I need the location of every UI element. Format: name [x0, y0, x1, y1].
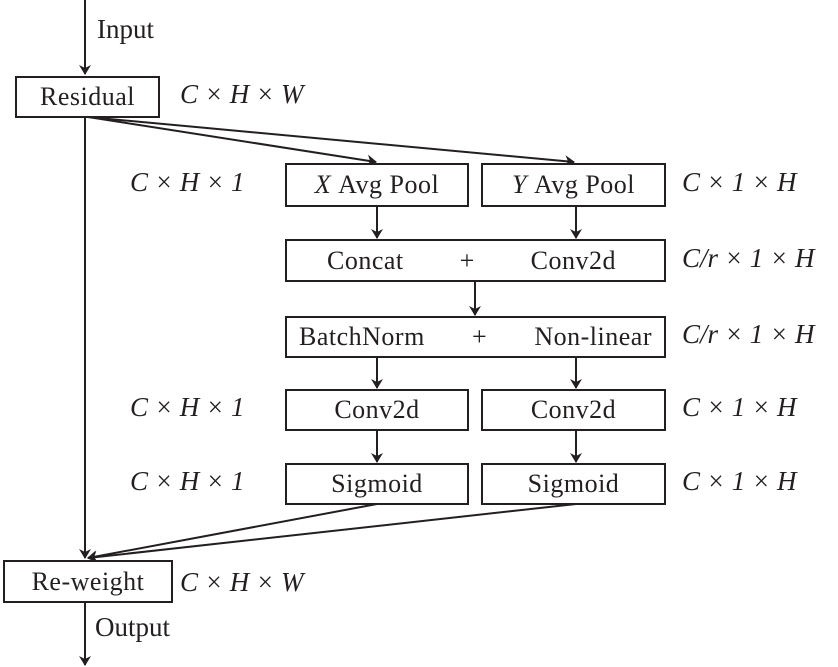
- concat-conv2d-label: Conv2d: [530, 245, 616, 275]
- y-avg-pool-label: Avg Pool: [533, 170, 635, 199]
- reweight-label: Re-weight: [31, 566, 145, 596]
- conv-left-dim: C × H × 1: [130, 392, 245, 422]
- bn-plus-label: +: [472, 322, 488, 351]
- conv2d-right-block[interactable]: Conv2d: [481, 389, 666, 431]
- sigmoid-right-to-reweight-arrow: [87, 503, 577, 563]
- x-avg-pool-block[interactable]: X Avg Pool: [285, 163, 469, 207]
- reweight-dim: C × H × W: [180, 567, 304, 597]
- y-axis-label: Y: [512, 170, 527, 199]
- reweight-block[interactable]: Re-weight: [3, 560, 173, 603]
- concat-dim: C/r × 1 × H: [682, 243, 815, 273]
- x-axis-label: X: [314, 170, 332, 199]
- concat-conv-block[interactable]: Concat + Conv2d: [285, 239, 666, 282]
- residual-label: Residual: [40, 82, 135, 111]
- concat-label: Concat: [327, 245, 404, 275]
- y-avg-pool-block[interactable]: Y Avg Pool: [481, 163, 666, 207]
- output-label: Output: [95, 612, 171, 642]
- x-avg-pool-label: Avg Pool: [338, 170, 440, 199]
- sigmoid-right-block[interactable]: Sigmoid: [481, 463, 666, 505]
- residual-block[interactable]: Residual: [15, 76, 160, 118]
- input-label: Input: [97, 14, 154, 44]
- residual-to-xpool-arrow: [87, 116, 377, 167]
- x-pool-dim: C × H × 1: [130, 167, 245, 197]
- sigmoid-left-label: Sigmoid: [331, 469, 423, 498]
- y-pool-dim: C × 1 × H: [682, 167, 797, 197]
- sigmoid-left-dim: C × H × 1: [130, 466, 245, 496]
- batchnorm-label: BatchNorm: [299, 322, 425, 351]
- conv2d-left-label: Conv2d: [334, 395, 420, 424]
- conv2d-left-block[interactable]: Conv2d: [285, 389, 469, 431]
- sigmoid-left-block[interactable]: Sigmoid: [285, 463, 469, 505]
- batchnorm-nonlinear-block[interactable]: BatchNorm + Non-linear: [285, 316, 666, 358]
- residual-to-ypool-arrow: [87, 116, 575, 168]
- nonlinear-label: Non-linear: [534, 322, 652, 351]
- conv-right-dim: C × 1 × H: [682, 392, 797, 422]
- conv2d-right-label: Conv2d: [530, 395, 617, 424]
- bn-dim: C/r × 1 × H: [682, 319, 815, 349]
- sigmoid-left-to-reweight-arrow: [87, 503, 378, 563]
- residual-dim: C × H × W: [180, 79, 304, 109]
- sigmoid-right-label: Sigmoid: [527, 469, 620, 498]
- sigmoid-right-dim: C × 1 × H: [682, 466, 797, 496]
- concat-plus-label: +: [459, 245, 475, 275]
